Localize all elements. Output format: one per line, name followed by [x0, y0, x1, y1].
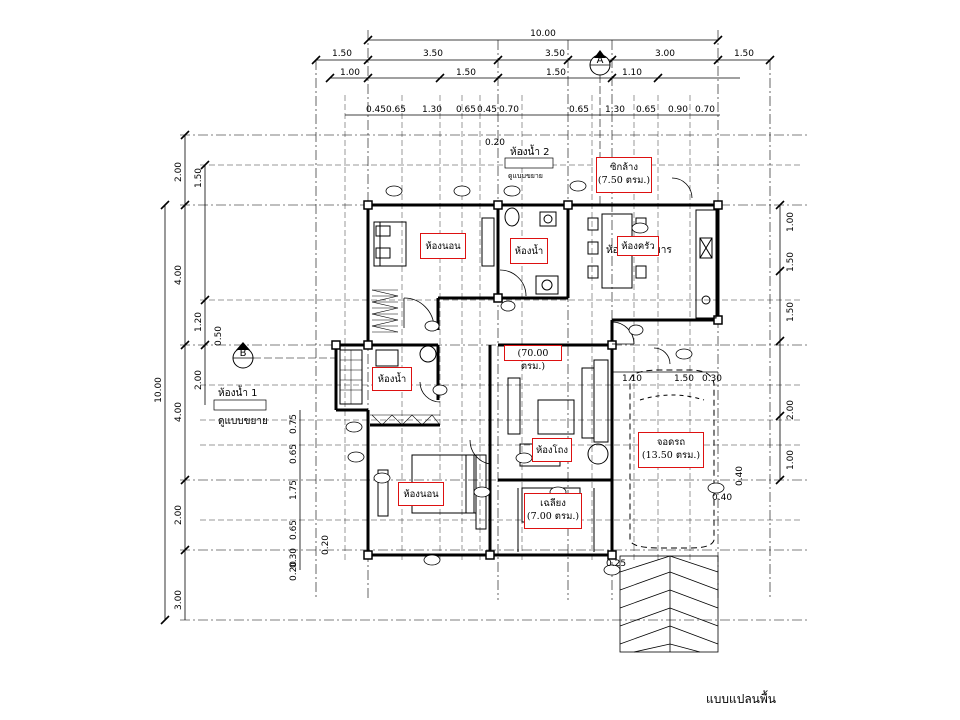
left-inner2-dimensions: 0.75 0.65 1.75 0.65 0.20 0.30 0.20 — [289, 414, 331, 581]
svg-text:A: A — [597, 55, 604, 66]
svg-text:3.00: 3.00 — [174, 590, 184, 610]
dim-top-row3-2: 1.50 — [456, 68, 476, 78]
svg-text:0.65: 0.65 — [456, 105, 476, 115]
porch-label: เฉลียง — [540, 498, 566, 509]
room-label-bathroom-left: ห้องน้ำ — [372, 367, 412, 391]
svg-text:1.00: 1.00 — [786, 212, 796, 232]
room-label-sink: ซิกล้าง (7.50 ตรม.) — [596, 157, 652, 193]
svg-text:0.90: 0.90 — [668, 105, 688, 115]
svg-text:0.75: 0.75 — [289, 414, 299, 434]
room-label-kitchen: ห้องครัว — [617, 236, 659, 256]
bath1-title: ห้องน้ำ 1 — [218, 385, 257, 399]
dim-garage-side-2: 0.40 — [712, 493, 732, 503]
svg-text:0.20: 0.20 — [289, 561, 299, 581]
dim-garage-2: 1.50 — [674, 374, 694, 384]
svg-text:1.50: 1.50 — [194, 168, 204, 188]
svg-text:2.00: 2.00 — [194, 370, 204, 390]
right-dimensions — [775, 200, 785, 485]
svg-text:0.65: 0.65 — [289, 520, 299, 540]
bath1-level-box — [213, 399, 267, 411]
section-marker-a: A — [589, 50, 611, 205]
svg-text:0.65: 0.65 — [569, 105, 589, 115]
svg-text:1.50: 1.50 — [786, 302, 796, 322]
dim-top-row2-2: 3.50 — [423, 49, 443, 59]
svg-text:4.00: 4.00 — [174, 265, 184, 285]
svg-text:0.20: 0.20 — [321, 535, 331, 555]
bath2-detail-note: ดูแบบขยาย — [508, 172, 543, 180]
svg-text:1.75: 1.75 — [289, 480, 299, 500]
dim-garage-1: 1.10 — [622, 374, 642, 384]
dim-top-row3-1: 1.00 — [340, 68, 360, 78]
svg-text:0.65: 0.65 — [636, 105, 656, 115]
svg-text:1.00: 1.00 — [786, 450, 796, 470]
room-label-living-area: (70.00 ตรม.) — [504, 345, 562, 372]
dim-garage-side-1: 0.40 — [735, 466, 745, 486]
svg-text:1.30: 1.30 — [422, 105, 442, 115]
svg-text:B: B — [240, 348, 247, 359]
grid-lines — [180, 30, 810, 621]
bath2-level-box — [504, 157, 554, 169]
garage-label: จอดรถ — [656, 437, 686, 448]
porch-area: (7.00 ตรม.) — [526, 511, 580, 522]
svg-text:2.00: 2.00 — [174, 505, 184, 525]
bath1-detail-note: ดูแบบขยาย — [218, 416, 268, 427]
dim-top-total: 10.00 — [530, 29, 556, 39]
drawing-caption: แบบแปลนพื้น — [706, 692, 776, 706]
svg-text:0.45: 0.45 — [366, 105, 386, 115]
left-outer-dimensions: 2.00 4.00 4.00 2.00 3.00 — [174, 162, 184, 610]
svg-text:0.70: 0.70 — [695, 105, 715, 115]
svg-text:1.50: 1.50 — [786, 252, 796, 272]
dim-top-row3-3: 1.50 — [546, 68, 566, 78]
svg-text:2.00: 2.00 — [174, 162, 184, 182]
svg-text:0.30: 0.30 — [289, 548, 299, 568]
columns — [331, 200, 723, 560]
garage-area: (13.50 ตรม.) — [641, 450, 701, 461]
svg-text:1.20: 1.20 — [194, 312, 204, 332]
dim-top-row2-1: 1.50 — [332, 49, 352, 59]
svg-text:1.30: 1.30 — [605, 105, 625, 115]
dim-bottom-note: 0.25 — [606, 559, 626, 569]
left-inner-dimensions: 1.50 1.20 0.50 2.00 — [194, 168, 224, 390]
bath2-title: ห้องน้ำ 2 — [510, 144, 549, 158]
svg-text:4.00: 4.00 — [174, 402, 184, 422]
sink-label: ซิกล้าง — [610, 162, 638, 173]
sink-area: (7.50 ตรม.) — [597, 175, 651, 186]
left-dimensions — [160, 130, 301, 625]
svg-text:0.50: 0.50 — [214, 326, 224, 346]
top-row4-dimensions: 0.45 0.65 1.30 0.65 0.45 0.70 0.65 1.30 … — [366, 105, 715, 115]
dim-top-row2-4: 3.00 — [655, 49, 675, 59]
room-label-porch: เฉลียง (7.00 ตรม.) — [524, 493, 582, 529]
room-label-bedroom-bottom: ห้องนอน — [398, 482, 444, 506]
svg-text:0.45: 0.45 — [477, 105, 497, 115]
svg-text:0.65: 0.65 — [386, 105, 406, 115]
dim-left-total: 10.00 — [154, 377, 164, 403]
driveway-hatch — [619, 555, 719, 653]
room-label-bathroom-top: ห้องน้ำ — [510, 238, 548, 264]
room-label-living-room: ห้องโถง — [532, 438, 572, 462]
room-label-garage: จอดรถ (13.50 ตรม.) — [638, 432, 704, 468]
svg-text:0.70: 0.70 — [499, 105, 519, 115]
svg-text:2.00: 2.00 — [786, 400, 796, 420]
dim-top-row2-5: 1.50 — [734, 49, 754, 59]
dim-garage-3: 0.30 — [702, 374, 722, 384]
dim-top-note: 0.20 — [485, 138, 505, 148]
right-dimension-labels: 1.00 1.50 1.50 2.00 1.00 — [786, 212, 796, 470]
svg-text:0.65: 0.65 — [289, 444, 299, 464]
dim-top-row3-4: 1.10 — [622, 68, 642, 78]
room-label-bedroom-top: ห้องนอน — [420, 233, 466, 259]
dim-top-row2-3: 3.50 — [545, 49, 565, 59]
top-dimensions — [311, 35, 775, 116]
section-marker-b: B — [232, 342, 336, 369]
fixture-tags — [345, 180, 725, 576]
